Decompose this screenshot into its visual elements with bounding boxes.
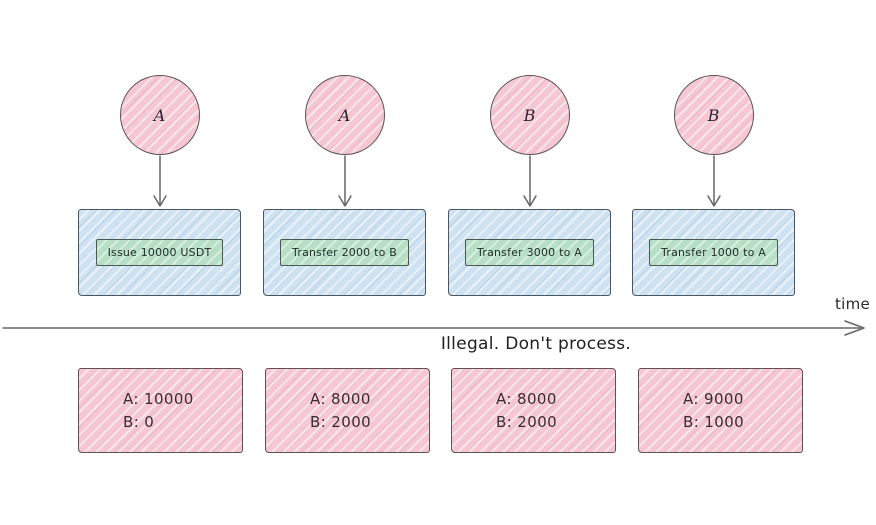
balance-line-a: A: 10000: [123, 389, 194, 408]
transaction-block: Transfer 3000 to A: [448, 209, 611, 296]
transaction-label: Transfer 3000 to A: [465, 239, 594, 266]
balance-line-a: A: 8000: [496, 389, 557, 408]
down-arrow-icon: [706, 155, 721, 207]
balance-line-b: B: 0: [123, 412, 155, 431]
balance-line-a: A: 8000: [310, 389, 371, 408]
balance-box-2: A: 8000 B: 2000: [265, 368, 430, 453]
down-arrow-icon: [522, 155, 537, 207]
down-arrow-icon: [337, 155, 352, 207]
transaction-label: Issue 10000 USDT: [95, 239, 224, 266]
actor-node: A: [119, 75, 200, 155]
actor-label: A: [153, 105, 166, 125]
balance-line-b: B: 1000: [683, 412, 745, 431]
transaction-column-1: A Issue 10000 USDT: [78, 75, 241, 296]
transaction-block: Issue 10000 USDT: [78, 209, 241, 296]
transaction-column-2: A Transfer 2000 to B: [263, 75, 426, 296]
actor-node: B: [673, 75, 754, 155]
transaction-label: Transfer 2000 to B: [280, 239, 409, 266]
balance-box-1: A: 10000 B: 0: [78, 368, 243, 453]
balance-line-b: B: 2000: [310, 412, 372, 431]
balance-box-4: A: 9000 B: 1000: [638, 368, 803, 453]
illegal-annotation: Illegal. Don't process.: [440, 334, 632, 354]
transaction-block: Transfer 2000 to B: [263, 209, 426, 296]
transaction-column-3: B Transfer 3000 to A: [448, 75, 611, 296]
balance-line-b: B: 2000: [496, 412, 558, 431]
actor-label: B: [707, 105, 720, 125]
time-axis-label: time: [835, 295, 871, 313]
balance-box-3: A: 8000 B: 2000: [451, 368, 616, 453]
transaction-column-4: B Transfer 1000 to A: [632, 75, 795, 296]
actor-label: A: [338, 105, 351, 125]
transaction-label: Transfer 1000 to A: [649, 239, 778, 266]
actor-node: A: [304, 75, 385, 155]
timeline-arrow-icon: [2, 320, 865, 336]
balance-line-a: A: 9000: [683, 389, 744, 408]
transaction-block: Transfer 1000 to A: [632, 209, 795, 296]
actor-node: B: [489, 75, 570, 155]
actor-label: B: [523, 105, 536, 125]
down-arrow-icon: [152, 155, 167, 207]
